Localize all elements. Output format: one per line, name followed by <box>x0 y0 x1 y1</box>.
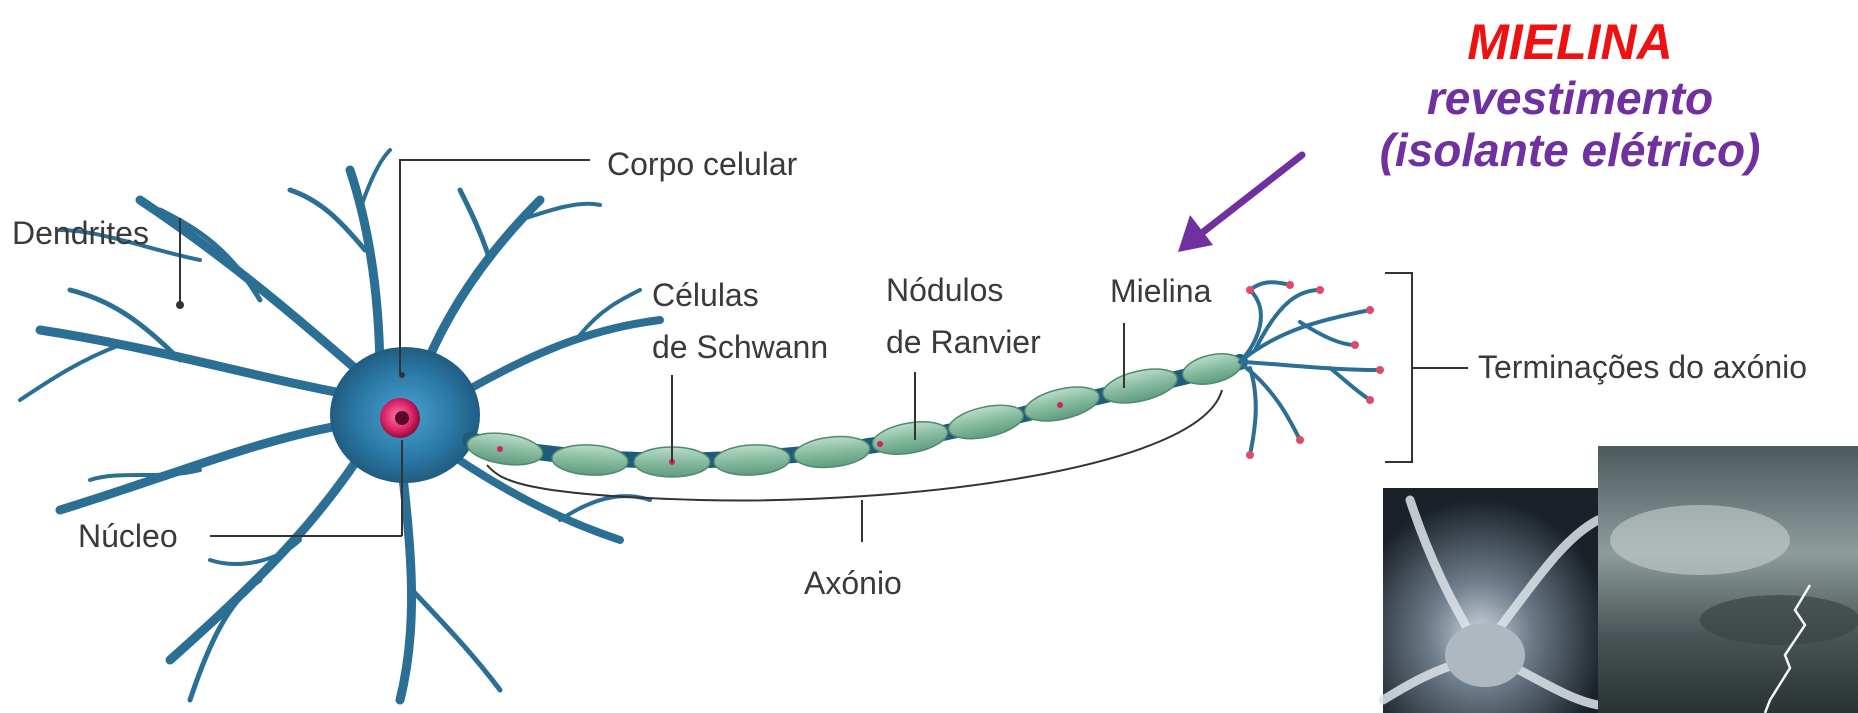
storm-lightning-image <box>1598 446 1858 713</box>
label-axonio: Axónio <box>804 563 902 603</box>
mielina-caption: MIELINA revestimento (isolante elétrico) <box>1320 14 1820 177</box>
terminals-bracket <box>1385 273 1412 462</box>
myelin-sheaths <box>465 349 1244 477</box>
label-de-schwann: de Schwann <box>652 327 828 367</box>
label-terminacoes: Terminações do axónio <box>1478 347 1807 387</box>
label-nodulos: Nódulos <box>886 270 1003 310</box>
label-nucleo: Núcleo <box>78 516 178 556</box>
caption-title: MIELINA <box>1320 14 1820 72</box>
caption-line3: (isolante elétrico) <box>1320 124 1820 177</box>
label-mielina: Mielina <box>1110 271 1211 311</box>
axon-terminals <box>1240 282 1380 455</box>
neuron-micrograph-image <box>1383 488 1598 713</box>
label-corpo-celular: Corpo celular <box>607 144 797 184</box>
label-dendrites: Dendrites <box>12 213 149 253</box>
caption-line2: revestimento <box>1320 72 1820 125</box>
arrow <box>1178 155 1302 252</box>
label-celulas: Células <box>652 275 759 315</box>
label-de-ranvier: de Ranvier <box>886 322 1041 362</box>
